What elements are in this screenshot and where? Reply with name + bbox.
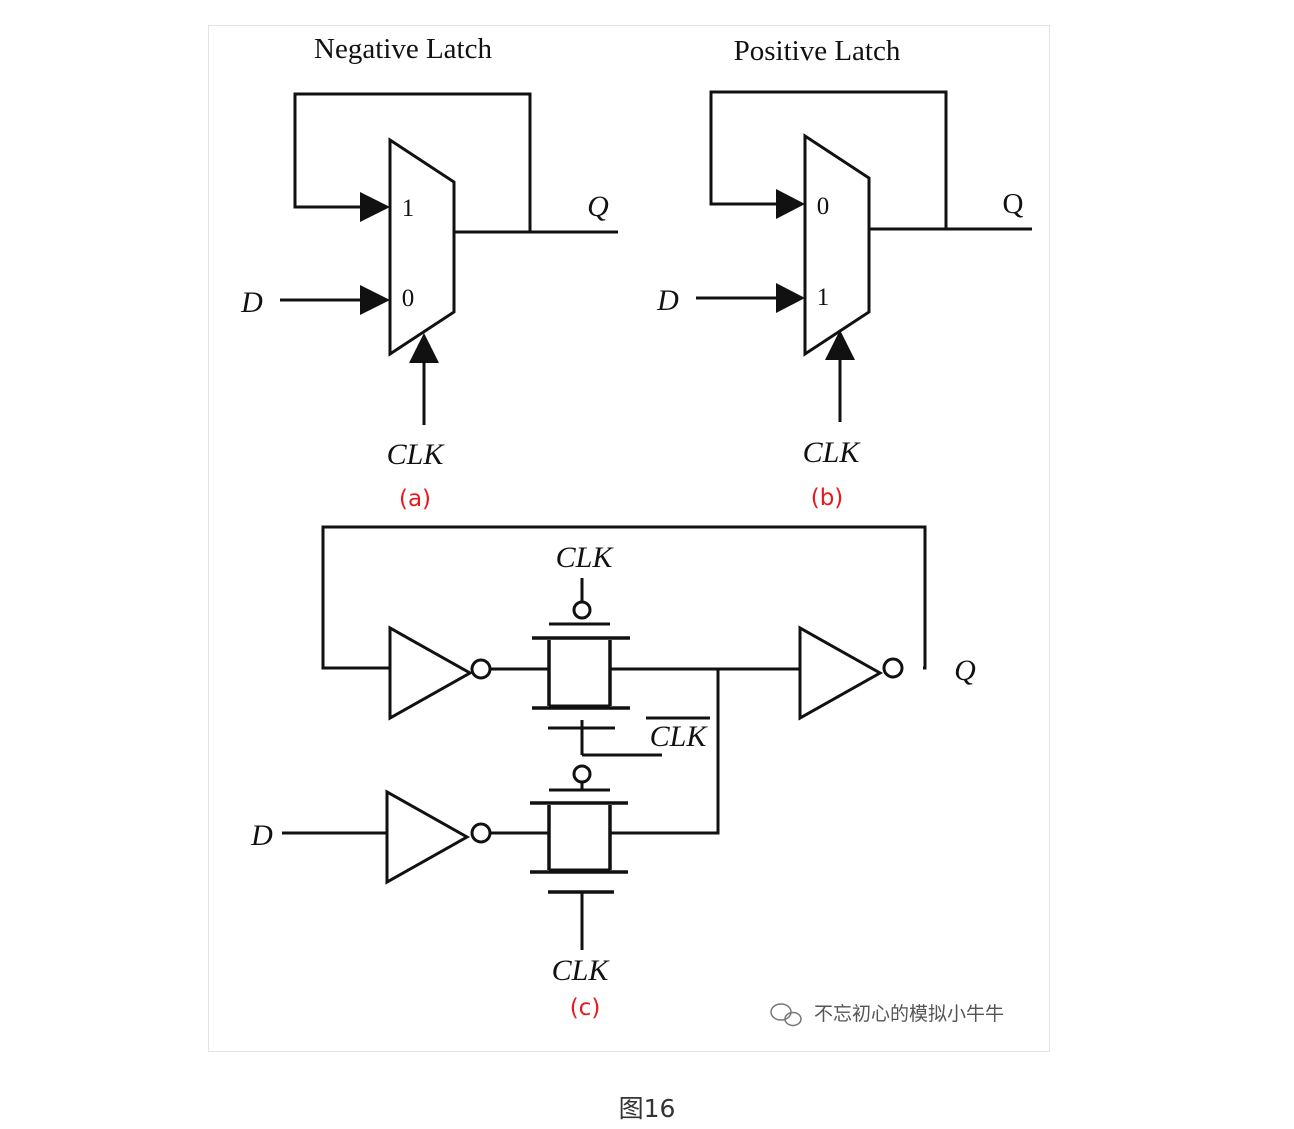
panel-b-title: Positive Latch bbox=[734, 35, 901, 67]
wechat-icon bbox=[770, 1003, 802, 1027]
panel-a-sublabel: (a) bbox=[399, 486, 431, 512]
panel-c-transmission-gate-1 bbox=[532, 578, 630, 755]
panel-c-feedback-inverter-bubble bbox=[470, 658, 492, 680]
panel-b-mux bbox=[803, 133, 871, 357]
panel-a: Negative Latch 1 0 D Q CLK (a) bbox=[240, 33, 618, 512]
panel-a-clk-arrow bbox=[409, 333, 439, 363]
panel-b-d-arrow bbox=[776, 283, 805, 313]
panel-c-feedback-inverter bbox=[388, 625, 474, 721]
watermark: 不忘初心的模拟小牛牛 bbox=[770, 1003, 1004, 1027]
figure-caption: 图16 bbox=[618, 1094, 676, 1123]
panel-c-input-inverter bbox=[385, 789, 471, 885]
panel-c-transmission-gate-2 bbox=[530, 788, 628, 950]
panel-c-wire-tg2-out bbox=[610, 669, 720, 835]
panel-c-clkbar-bubble bbox=[572, 764, 592, 784]
panel-c-feedback-wire bbox=[321, 525, 927, 670]
panel-b-q-label: Q bbox=[1003, 188, 1024, 220]
panel-c-clk-bottom-label: CLK bbox=[552, 954, 611, 987]
panel-a-input-1-label: 1 bbox=[402, 195, 415, 222]
panel-a-mux bbox=[388, 137, 456, 357]
watermark-text: 不忘初心的模拟小牛牛 bbox=[814, 1003, 1004, 1025]
panel-b-feedback-arrow bbox=[776, 189, 805, 219]
panel-b-d-label: D bbox=[656, 284, 679, 317]
panel-a-clk-label: CLK bbox=[387, 438, 446, 471]
panel-a-input-0-label: 0 bbox=[402, 285, 415, 312]
panel-b-input-0-label: 0 bbox=[817, 193, 830, 220]
panel-b-sublabel: (b) bbox=[811, 485, 844, 511]
panel-b-clk-label: CLK bbox=[803, 436, 862, 469]
panel-c: CLK CLK CLK D Q (c) bbox=[250, 525, 976, 1021]
panel-c-output-inverter-bubble bbox=[882, 657, 904, 679]
panel-a-title: Negative Latch bbox=[314, 33, 492, 65]
panel-c-output-inverter bbox=[798, 625, 884, 721]
panel-b: Positive Latch 0 1 D Q CLK (b) bbox=[656, 35, 1032, 511]
panel-c-clkbar-label: CLK bbox=[650, 720, 709, 753]
panel-a-d-label: D bbox=[240, 286, 263, 319]
panel-a-d-arrow bbox=[360, 285, 390, 315]
panel-a-feedback-wire bbox=[293, 92, 532, 232]
panel-c-input-inverter-bubble bbox=[470, 822, 492, 844]
panel-c-clk-top-label: CLK bbox=[556, 541, 615, 574]
panel-b-feedback-wire bbox=[709, 90, 948, 229]
panel-c-sublabel: (c) bbox=[570, 995, 601, 1021]
panel-c-q-label: Q bbox=[954, 654, 976, 687]
panel-b-input-1-label: 1 bbox=[817, 284, 830, 311]
panel-a-feedback-arrow bbox=[360, 192, 390, 222]
panel-c-d-label: D bbox=[250, 819, 273, 852]
panel-a-q-label: Q bbox=[587, 190, 609, 223]
figure-frame bbox=[208, 25, 1050, 1052]
panel-b-clk-arrow bbox=[825, 330, 855, 360]
